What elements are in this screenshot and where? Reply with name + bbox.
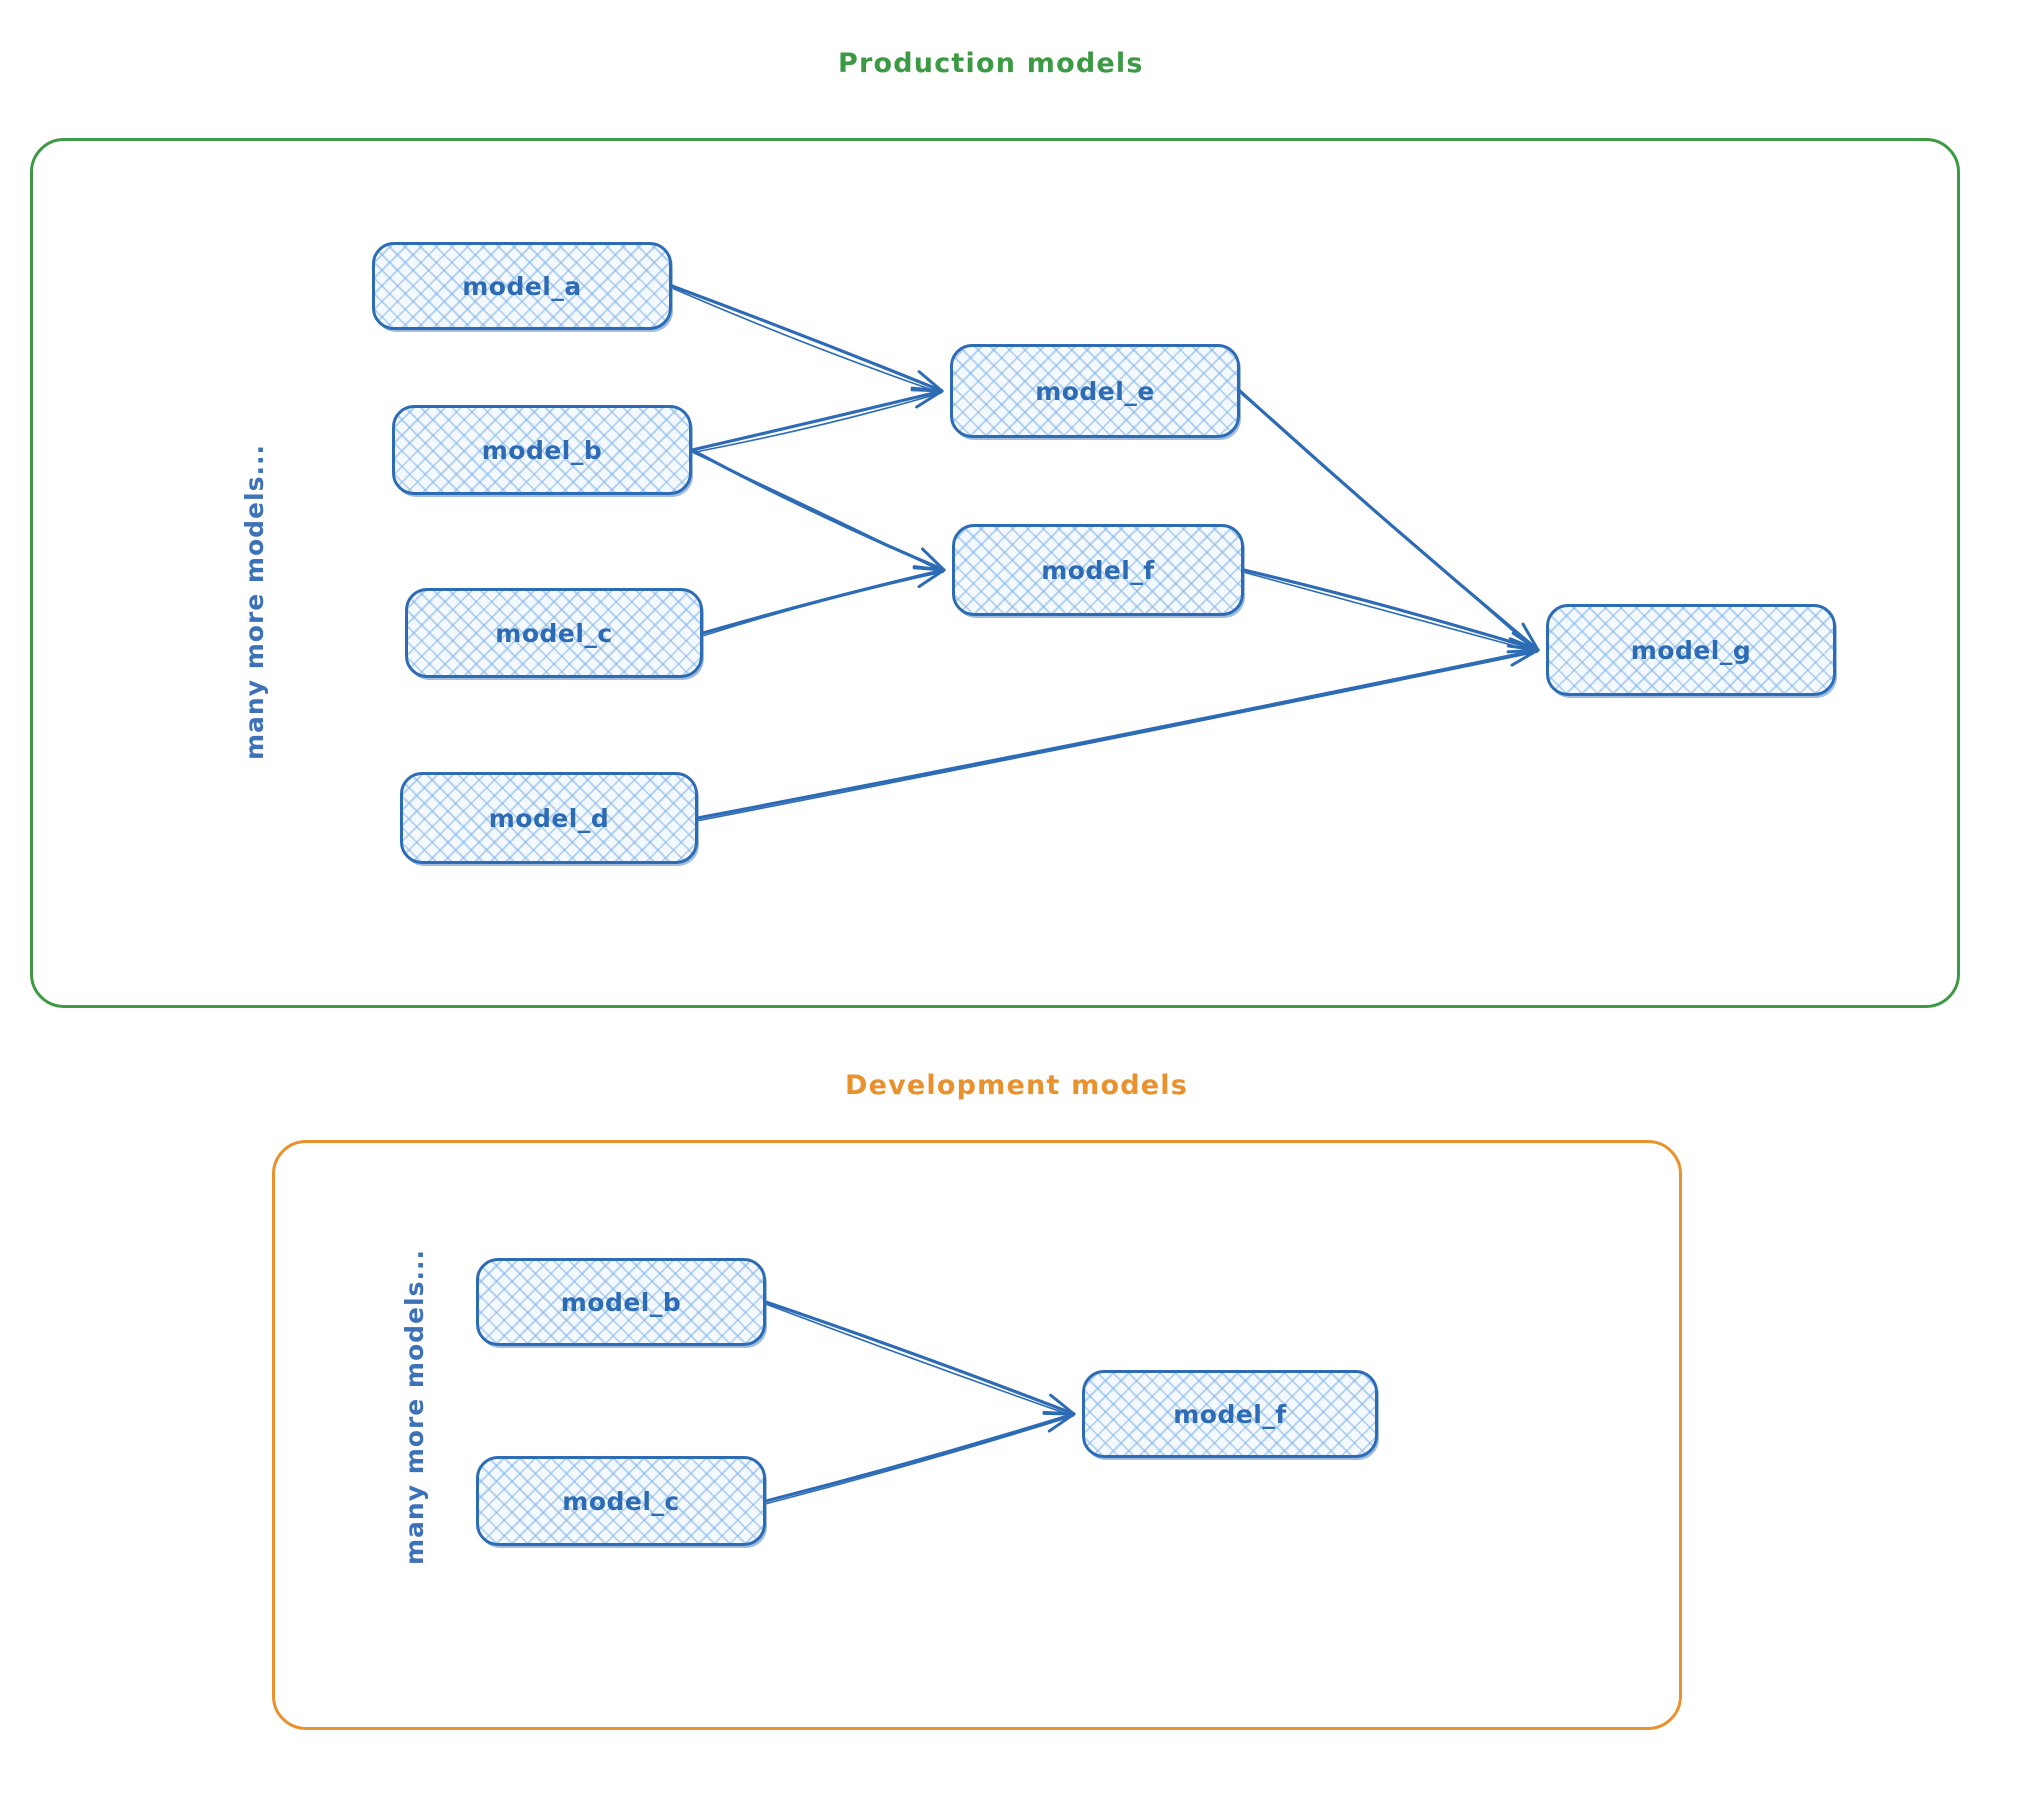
- dev-node-model-c[interactable]: model_c: [476, 1456, 766, 1546]
- development-many-more-models-label: many more models...: [400, 1249, 429, 1565]
- node-model-a[interactable]: model_a: [372, 242, 672, 330]
- dev-node-model-b[interactable]: model_b: [476, 1258, 766, 1346]
- node-label-model-g: model_g: [1630, 635, 1752, 665]
- production-group-box: [30, 138, 1960, 1008]
- node-model-e[interactable]: model_e: [950, 344, 1240, 438]
- node-model-g[interactable]: model_g: [1546, 604, 1836, 696]
- dev-node-label-model-b: model_b: [560, 1287, 682, 1317]
- node-model-d[interactable]: model_d: [400, 772, 698, 864]
- dev-node-label-model-c: model_c: [562, 1486, 680, 1516]
- production-group-title: Production models: [838, 48, 1144, 79]
- node-label-model-b: model_b: [481, 435, 603, 465]
- production-many-more-models-label: many more models...: [240, 444, 269, 760]
- node-label-model-e: model_e: [1035, 376, 1155, 406]
- node-label-model-c: model_c: [495, 618, 613, 648]
- dev-node-model-f[interactable]: model_f: [1082, 1370, 1378, 1458]
- dev-node-label-model-f: model_f: [1173, 1399, 1287, 1429]
- node-label-model-a: model_a: [462, 271, 582, 301]
- development-group-title: Development models: [845, 1070, 1188, 1101]
- node-model-b[interactable]: model_b: [392, 405, 692, 495]
- node-label-model-d: model_d: [488, 803, 610, 833]
- node-model-f[interactable]: model_f: [952, 524, 1244, 616]
- node-label-model-f: model_f: [1041, 555, 1155, 585]
- development-group-box: [272, 1140, 1682, 1730]
- node-model-c[interactable]: model_c: [405, 588, 703, 678]
